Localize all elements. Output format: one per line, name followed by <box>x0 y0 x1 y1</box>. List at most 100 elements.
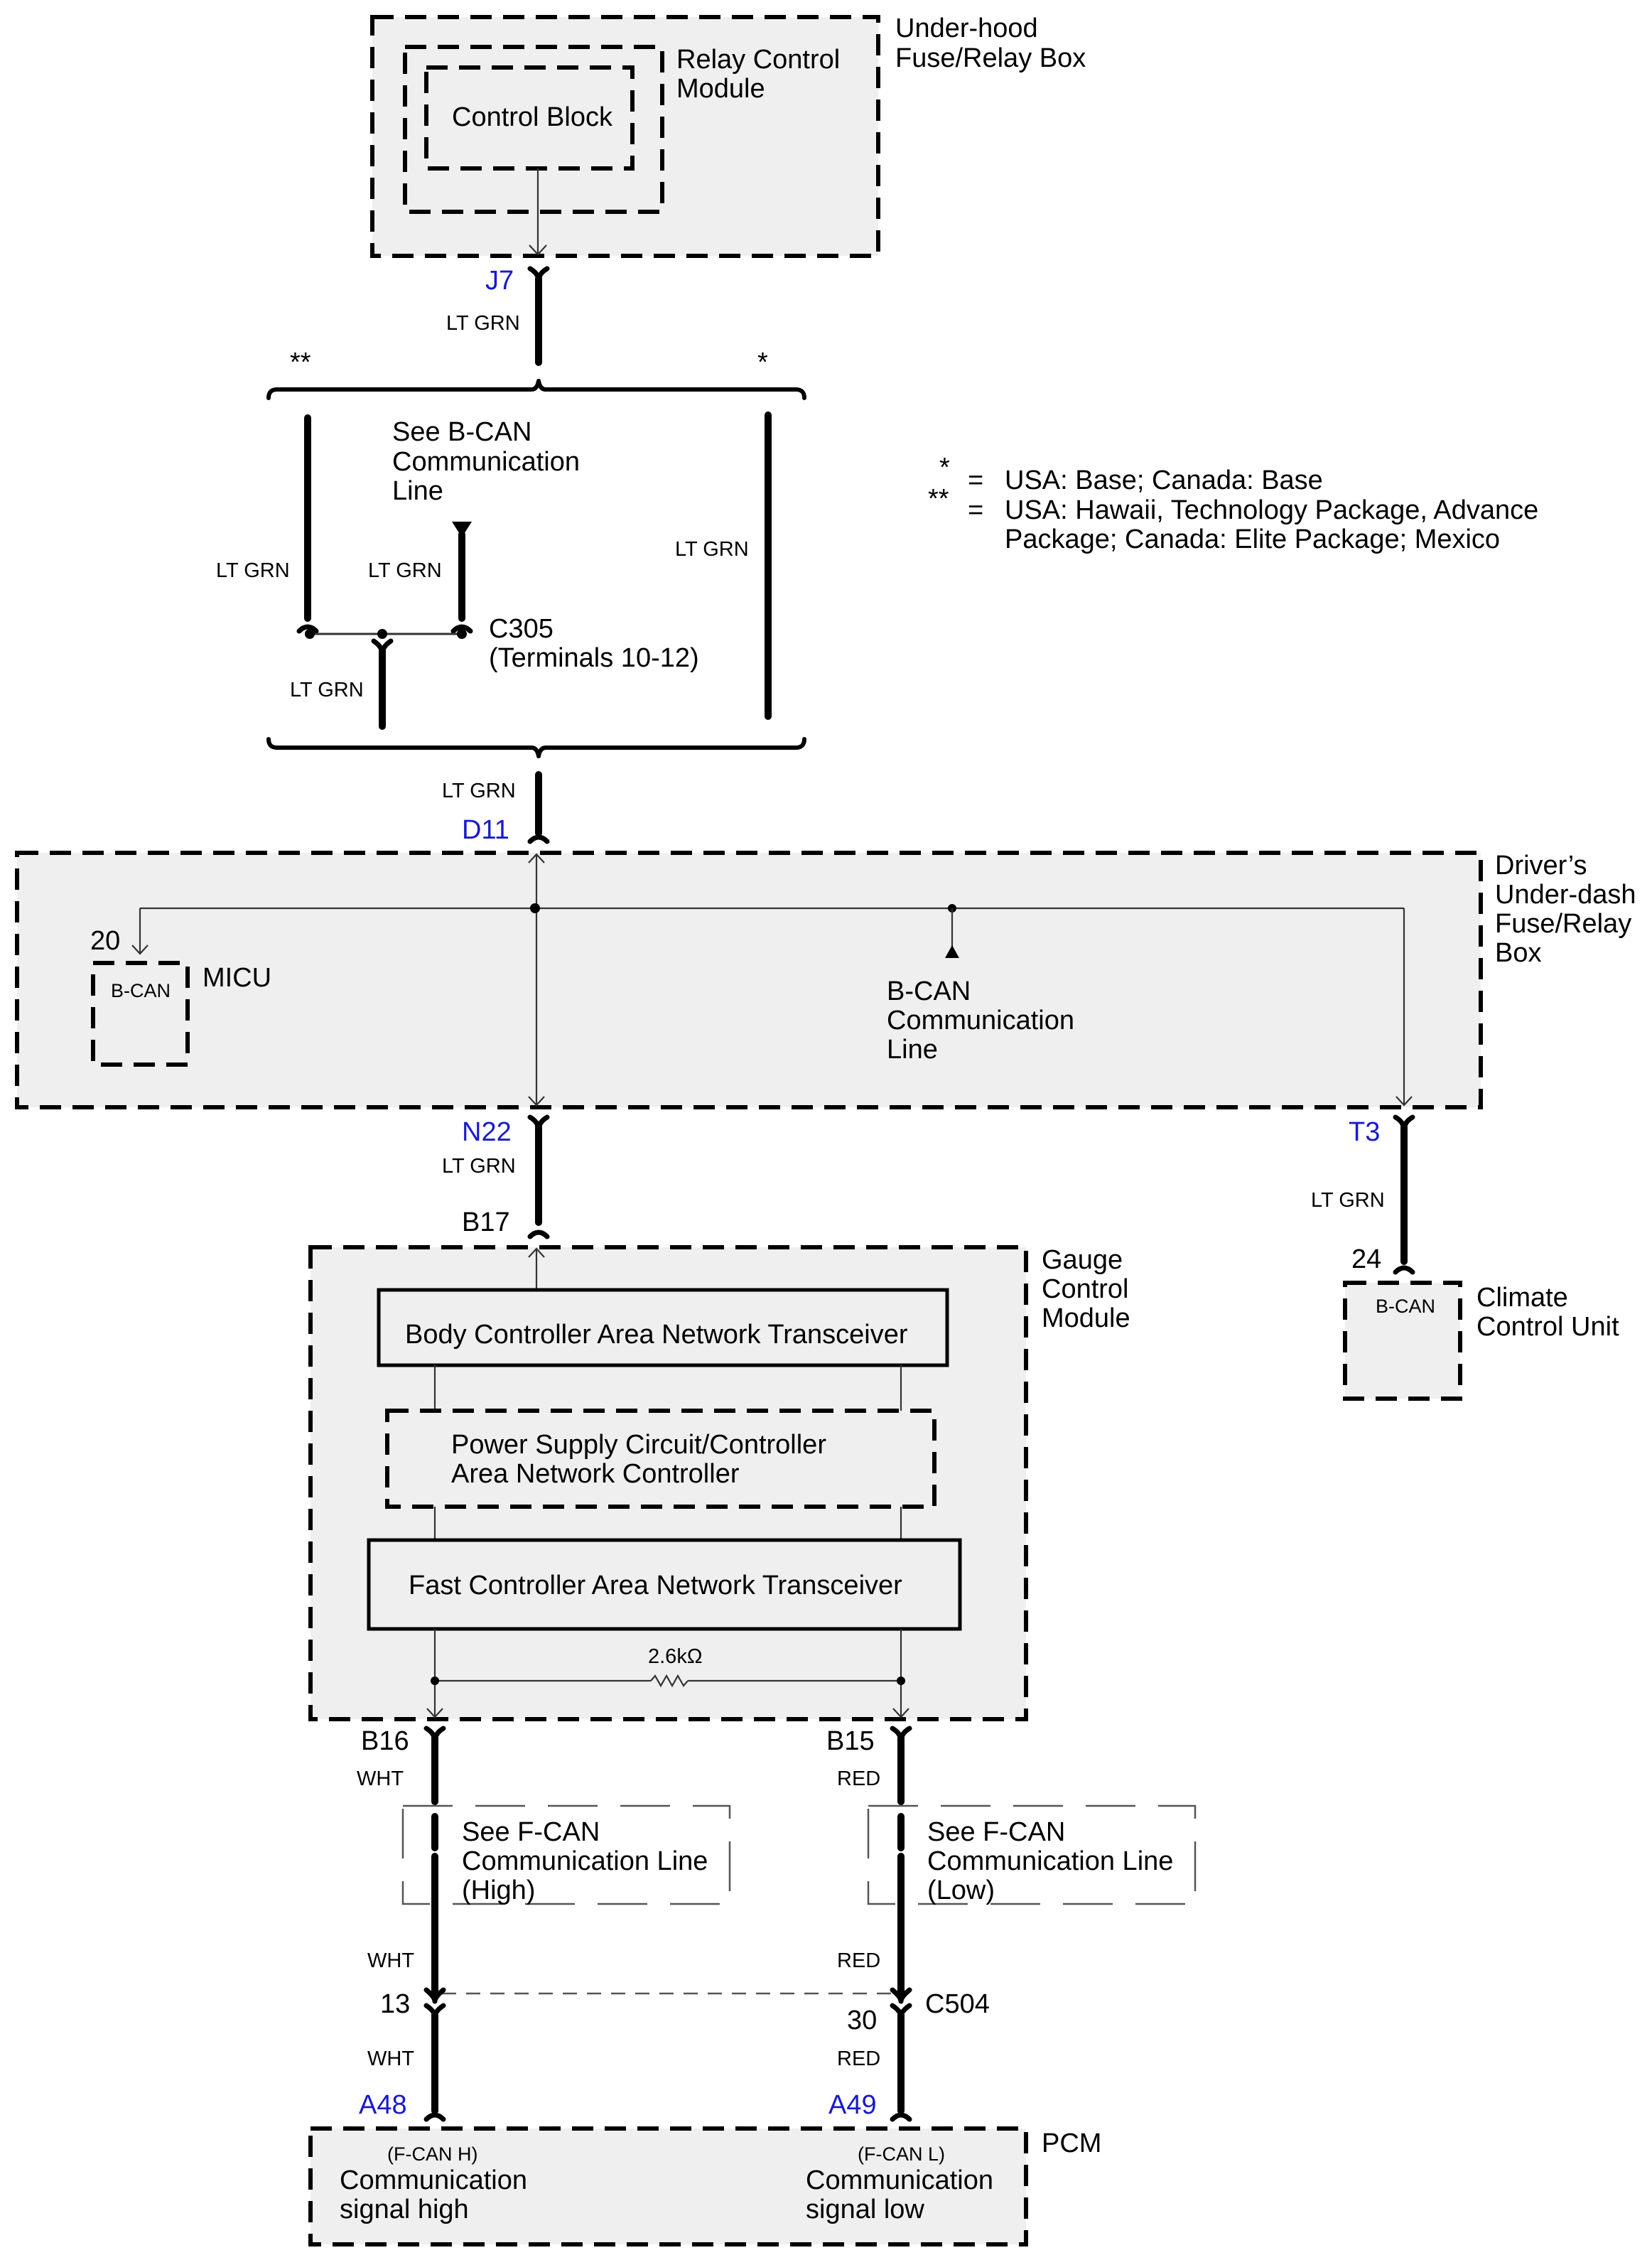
connector-d11-label: D11 <box>462 815 509 845</box>
legend-double-text-1: USA: Hawaii, Technology Package, Advance <box>1005 495 1538 525</box>
body-can-transceiver-label: Body Controller Area Network Transceiver <box>405 1320 908 1350</box>
bcan-line-label-2: Communication <box>887 1006 1074 1035</box>
see-fcan-low-reference: See F-CAN Communication Line (Low) <box>867 1804 1197 1905</box>
wire-color-label: RED <box>837 1949 880 1972</box>
pcm-high-line-2: signal high <box>340 2195 469 2224</box>
see-fcan-high-line-3: (High) <box>462 1876 535 1905</box>
option-legend: * = USA: Base; Canada: Base ** = USA: Ha… <box>928 453 1538 554</box>
climate-control-unit: B-CAN Climate Control Unit <box>1343 1281 1619 1401</box>
c504-pin-high: 13 <box>380 1989 410 2019</box>
relay-module-label-2: Module <box>676 74 765 104</box>
body-can-transceiver: Body Controller Area Network Transceiver <box>377 1288 949 1367</box>
relay-module-label-1: Relay Control <box>676 45 840 75</box>
resistor-icon <box>650 1674 689 1688</box>
legend-double-eq: = <box>968 495 983 525</box>
drivers-under-dash-fuse-relay-box: Driver’s Under-dash Fuse/Relay Box B-CAN… <box>15 851 1636 1109</box>
see-bcan-reference: See B-CAN Communication Line <box>392 417 580 506</box>
wire-color-label: WHT <box>367 2048 414 2070</box>
pcm: PCM (F-CAN H) Communication signal high … <box>308 2126 1101 2246</box>
wire-color-label: RED <box>837 2048 880 2070</box>
micu: 20 B-CAN MICU <box>90 926 271 1067</box>
connector-b17-label: B17 <box>462 1207 510 1237</box>
c504-label: C504 <box>925 1989 990 2019</box>
driver-box-label-2: Under-dash <box>1495 880 1636 910</box>
wire-color-label: WHT <box>367 1949 414 1972</box>
under-hood-label-1: Under-hood <box>895 14 1038 43</box>
connector-c504: 13 30 C504 <box>380 1987 990 2035</box>
micu-label: MICU <box>203 963 271 993</box>
connector-b16-label: B16 <box>361 1726 409 1756</box>
pcm-fcan-h-tag: (F-CAN H) <box>387 2143 477 2165</box>
under-hood-fuse-relay-box: Under-hood Fuse/Relay Box Relay Control … <box>370 14 1086 258</box>
see-bcan-line-1: See B-CAN <box>392 417 531 447</box>
connector-b15-label: B15 <box>826 1726 875 1756</box>
see-fcan-high-line-2: Communication Line <box>462 1846 708 1876</box>
bcan-line-label-3: Line <box>887 1035 938 1065</box>
power-supply-label-2: Area Network Controller <box>451 1459 740 1489</box>
driver-box-label-3: Fuse/Relay <box>1495 909 1631 939</box>
top-brace <box>266 379 806 400</box>
gauge-label-1: Gauge <box>1042 1245 1123 1275</box>
climate-label-1: Climate <box>1476 1283 1568 1313</box>
termination-resistor: 2.6kΩ <box>431 1645 905 1688</box>
wire-color-label: LT GRN <box>442 1155 516 1178</box>
legend-single-star: * <box>939 453 950 483</box>
see-fcan-low-line-1: See F-CAN <box>927 1817 1065 1847</box>
connector-n22-label: N22 <box>462 1117 512 1147</box>
see-fcan-low-line-3: (Low) <box>927 1876 995 1905</box>
climate-bcan-label: B-CAN <box>1376 1296 1435 1317</box>
gauge-label-2: Control <box>1042 1274 1129 1304</box>
option-marker-double: ** <box>290 348 311 377</box>
pcm-high-line-1: Communication <box>340 2165 527 2195</box>
power-supply-can-controller: Power Supply Circuit/Controller Area Net… <box>385 1409 936 1509</box>
wire-color-label: WHT <box>357 1767 404 1790</box>
climate-pin: 24 <box>1351 1244 1381 1274</box>
control-block: Control Block <box>424 65 635 171</box>
micu-pin: 20 <box>90 926 120 956</box>
resistor-value: 2.6kΩ <box>648 1645 703 1668</box>
pcm-label: PCM <box>1042 2129 1101 2158</box>
junction-c305-label: C305 <box>489 614 554 644</box>
connector-a49-label: A49 <box>828 2090 877 2120</box>
legend-single-eq: = <box>968 466 983 495</box>
control-block-label: Control Block <box>452 102 613 132</box>
pcm-low-line-2: signal low <box>806 2195 924 2224</box>
wire-color-label: RED <box>837 1767 880 1790</box>
micu-bcan-label: B-CAN <box>111 980 171 1001</box>
wire-color-label: LT GRN <box>446 312 520 335</box>
see-bcan-line-2: Communication <box>392 447 580 477</box>
see-fcan-high-reference: See F-CAN Communication Line (High) <box>401 1804 731 1905</box>
see-bcan-line-3: Line <box>392 476 443 506</box>
connector-a48-label: A48 <box>359 2090 407 2120</box>
fast-can-transceiver: Fast Controller Area Network Transceiver <box>367 1538 962 1631</box>
legend-double-star: ** <box>928 484 949 514</box>
legend-single-text: USA: Base; Canada: Base <box>1005 466 1323 495</box>
wire-color-label: LT GRN <box>216 559 290 582</box>
relay-control-module: Relay Control Module <box>403 45 840 214</box>
power-supply-label-1: Power Supply Circuit/Controller <box>451 1430 826 1460</box>
wire-color-label: LT GRN <box>1311 1189 1385 1212</box>
fast-can-transceiver-label: Fast Controller Area Network Transceiver <box>409 1571 902 1600</box>
pcm-fcan-l-tag: (F-CAN L) <box>858 2143 945 2165</box>
connector-t3-label: T3 <box>1349 1117 1380 1147</box>
see-fcan-high-line-1: See F-CAN <box>462 1817 600 1847</box>
pcm-low-line-1: Communication <box>806 2165 993 2195</box>
climate-label-2: Control Unit <box>1476 1312 1619 1342</box>
triangle-up-icon <box>945 945 959 958</box>
bcan-line-label-1: B-CAN <box>887 976 971 1006</box>
connector-j7-label: J7 <box>485 266 514 296</box>
triangle-down-icon <box>452 522 472 537</box>
wire-color-label: LT GRN <box>290 679 364 701</box>
bottom-brace <box>266 737 806 758</box>
c504-pin-low: 30 <box>847 2006 877 2035</box>
under-hood-label-2: Fuse/Relay Box <box>895 43 1086 73</box>
wire-color-label: LT GRN <box>368 559 442 582</box>
wire-color-label: LT GRN <box>675 538 749 561</box>
driver-box-label-1: Driver’s <box>1495 851 1587 881</box>
option-marker-single: * <box>757 348 768 377</box>
driver-box-label-4: Box <box>1495 938 1541 968</box>
see-fcan-low-line-2: Communication Line <box>927 1846 1173 1876</box>
gauge-control-module: Gauge Control Module Body Controller Are… <box>308 1245 1130 1721</box>
gauge-label-3: Module <box>1042 1303 1130 1333</box>
